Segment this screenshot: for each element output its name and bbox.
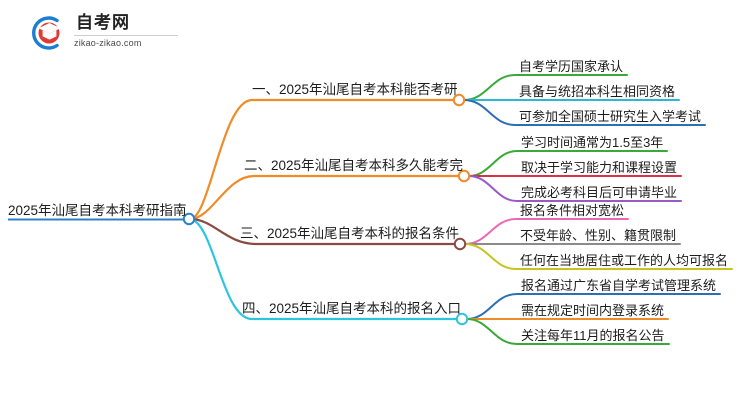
leaf-label-1-2[interactable]: 具备与统招本科生相同资格: [519, 84, 676, 99]
branch-2-node-circle[interactable]: [457, 169, 471, 183]
leaf-label-4-3[interactable]: 关注每年11月的报名公告: [521, 328, 665, 343]
branch-4-leaf-3-line: [466, 318, 670, 345]
logo-divider: [74, 35, 178, 36]
root-node-circle[interactable]: [182, 212, 196, 226]
leaf-label-1-1[interactable]: 自考学历国家承认: [519, 59, 624, 74]
leaf-label-4-2[interactable]: 需在规定时间内登录系统: [521, 303, 665, 318]
leaf-label-1-3[interactable]: 可参加全国硕士研究生入学考试: [519, 109, 702, 124]
leaf-label-2-3[interactable]: 完成必考科目后可申请毕业: [521, 185, 678, 200]
root-to-branch-2-line: [188, 174, 462, 221]
leaf-label-3-3[interactable]: 任何在当地居住或工作的人均可报名: [520, 253, 729, 268]
branch-1-leaf-3-line: [463, 99, 706, 126]
leaf-label-3-1[interactable]: 报名条件相对宽松: [520, 203, 625, 218]
root-to-branch-4-line: [188, 217, 460, 321]
logo-text: 自考网 zikao-zikao.com: [74, 12, 178, 52]
logo-name: 自考网: [76, 13, 130, 32]
branch-label-1[interactable]: 一、2025年汕尾自考本科能否考研: [252, 82, 458, 97]
branch-2-leaf-3-line: [468, 175, 682, 202]
graduation-cap-icon: [28, 14, 68, 52]
leaf-label-3-2[interactable]: 不受年龄、性别、籍贯限制: [520, 228, 677, 243]
branch-3-node-circle[interactable]: [453, 237, 467, 251]
leaf-label-4-1[interactable]: 报名通过广东省自学考试管理系统: [521, 278, 717, 293]
root-to-branch-1-line: [188, 98, 457, 221]
branch-label-4[interactable]: 四、2025年汕尾自考本科的报名入口: [242, 301, 462, 316]
branch-4-node-circle[interactable]: [455, 312, 469, 326]
root-to-branch-3-line: [188, 217, 458, 246]
logo-url: zikao-zikao.com: [74, 38, 142, 48]
root-node-label[interactable]: 2025年汕尾自考本科考研指南: [8, 203, 187, 218]
branch-3-leaf-3-line: [464, 243, 733, 270]
branch-1-node-circle[interactable]: [452, 93, 466, 107]
branch-label-3[interactable]: 三、2025年汕尾自考本科的报名条件: [240, 226, 460, 241]
leaf-label-2-1[interactable]: 学习时间通常为1.5至3年: [521, 135, 664, 150]
branch-label-2[interactable]: 二、2025年汕尾自考本科多久能考完: [244, 158, 464, 173]
site-logo: 自考网 zikao-zikao.com: [28, 12, 178, 54]
leaf-label-2-2[interactable]: 取决于学习能力和课程设置: [521, 160, 678, 175]
